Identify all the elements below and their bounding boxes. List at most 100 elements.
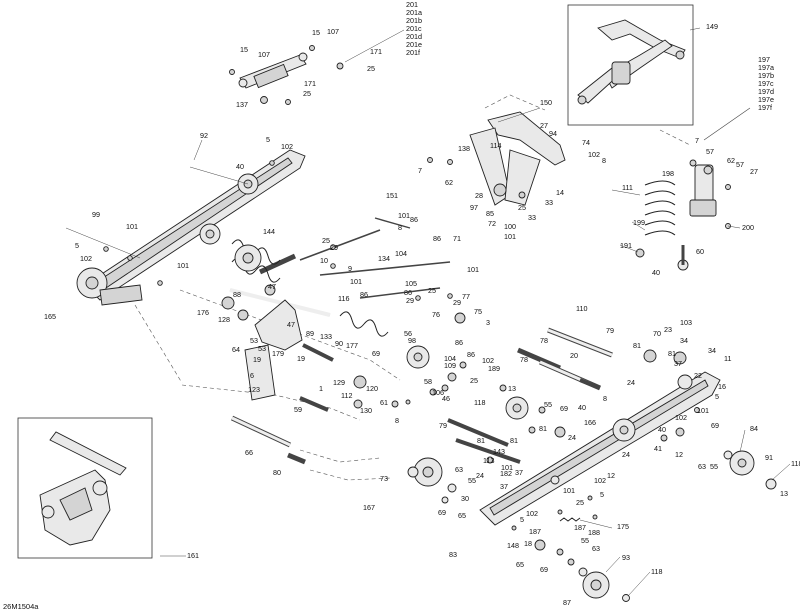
callout-label: 69 [560, 404, 568, 413]
callout-label: 66 [245, 448, 253, 457]
callout-label: 18 [524, 539, 532, 548]
callout-label: 78 [520, 355, 528, 364]
code-201b: 201b [406, 16, 422, 25]
callout-label: 12 [675, 450, 683, 459]
callout-label: 76 [432, 310, 440, 319]
callout-label: 105 [405, 279, 417, 288]
callout-label: 103 [680, 318, 692, 327]
callout-label: 79 [439, 421, 447, 430]
callout-label: 89 [306, 329, 314, 338]
callout-label: 101 [697, 406, 709, 415]
callout-label: 8 [398, 223, 402, 232]
callout-label: 16 [718, 382, 726, 391]
callout-label: 24 [568, 433, 576, 442]
callout-label: 99 [92, 210, 100, 219]
callout-label: 29 [330, 243, 338, 252]
callout-label: 101 [467, 265, 479, 274]
code-201a: 201a [406, 8, 422, 17]
callout-label: 97 [470, 203, 478, 212]
callout-label: 30 [461, 494, 469, 503]
callout-label: 12 [607, 471, 615, 480]
callout-label: 112 [341, 391, 352, 400]
callout-label: 130 [360, 406, 372, 415]
center-cross-shafts [229, 217, 451, 465]
callout-label: 91 [765, 453, 773, 462]
callout-label: 101 [177, 261, 189, 270]
callout-label: 81 [633, 341, 641, 350]
callout-label: 143 [493, 447, 505, 456]
callout-label: 81 [668, 349, 676, 358]
callout-label: 37 [500, 482, 508, 491]
callout-label: 114 [490, 141, 501, 150]
callout-label: 5 [266, 135, 270, 144]
callout-label: 41 [654, 444, 662, 453]
inset-box-bottom-left [17, 417, 153, 559]
callout-label: 57 [706, 147, 714, 156]
callout-label: 29 [406, 296, 414, 305]
right-cross-shafts [447, 327, 613, 464]
callout-label: 25 [428, 286, 436, 295]
callout-label: 70 [653, 329, 661, 338]
callout-label: 100 [504, 222, 516, 231]
callout-labels: 15 107 15 107 171 25 171 25 137 149 150 … [44, 22, 800, 607]
callout-label: 56 [404, 329, 412, 338]
callout-label: 34 [680, 336, 688, 345]
callout-label: 93 [622, 553, 630, 562]
callout-label: 6 [250, 371, 254, 380]
callout-label: 128 [218, 315, 230, 324]
code-197c: 197c [758, 79, 774, 88]
callout-label: 84 [750, 424, 758, 433]
callout-label: 15 [312, 28, 320, 37]
callout-label: 98 [408, 336, 416, 345]
callout-label: 53 [258, 344, 266, 353]
callout-label: 65 [458, 511, 466, 520]
callout-label: 55 [581, 536, 589, 545]
callout-label: 25 [518, 203, 526, 212]
callout-label: 69 [540, 565, 548, 574]
callout-label: 77 [462, 292, 470, 301]
callout-label: 34 [708, 346, 716, 355]
callout-label: 64 [232, 345, 240, 354]
code-201f: 201f [406, 48, 420, 57]
callout-label: 25 [303, 89, 311, 98]
callout-label: 46 [442, 394, 450, 403]
callout-label: 138 [458, 144, 470, 153]
right-rail-assembly [479, 371, 721, 526]
callout-label: 86 [410, 215, 418, 224]
callout-label: 199 [633, 218, 645, 227]
code-201: 201 [406, 0, 418, 9]
callout-label: 69 [372, 349, 380, 358]
callout-label: 110 [576, 304, 587, 313]
callout-label: 69 [711, 421, 719, 430]
callout-label: 74 [582, 138, 590, 147]
callout-label: 102 [281, 142, 293, 151]
callout-label: 134 [378, 254, 390, 263]
callout-label: 5 [75, 241, 79, 250]
callout-label: 59 [294, 405, 302, 414]
callout-label: 33 [545, 198, 553, 207]
callout-label: 11 [724, 354, 731, 363]
callout-label: 24 [622, 450, 630, 459]
rear-shock-code-list: 197 197a 197b 197c 197d 197e 197f [758, 55, 774, 112]
callout-label: 80 [273, 468, 281, 477]
callout-label: 86 [467, 350, 475, 359]
callout-label: 53 [250, 336, 258, 345]
callout-label: 177 [346, 341, 358, 350]
callout-label: 8 [395, 416, 399, 425]
springs [231, 180, 676, 337]
callout-label: 118 [474, 398, 485, 407]
callout-label: 1 [319, 384, 323, 393]
callout-label: 55 [544, 400, 552, 409]
center-arm-assembly [221, 284, 367, 409]
callout-label: 13 [780, 489, 788, 498]
callout-label: 8 [603, 394, 607, 403]
callout-label: 62 [727, 156, 735, 165]
callout-label: 37 [674, 359, 682, 368]
callout-label: 187 [574, 523, 586, 532]
callout-label: 5 [520, 515, 524, 524]
callout-label: 9 [348, 264, 352, 273]
callout-label: 19 [253, 355, 261, 364]
callout-label: 5 [600, 490, 604, 499]
callout-label: 101 [398, 211, 410, 220]
